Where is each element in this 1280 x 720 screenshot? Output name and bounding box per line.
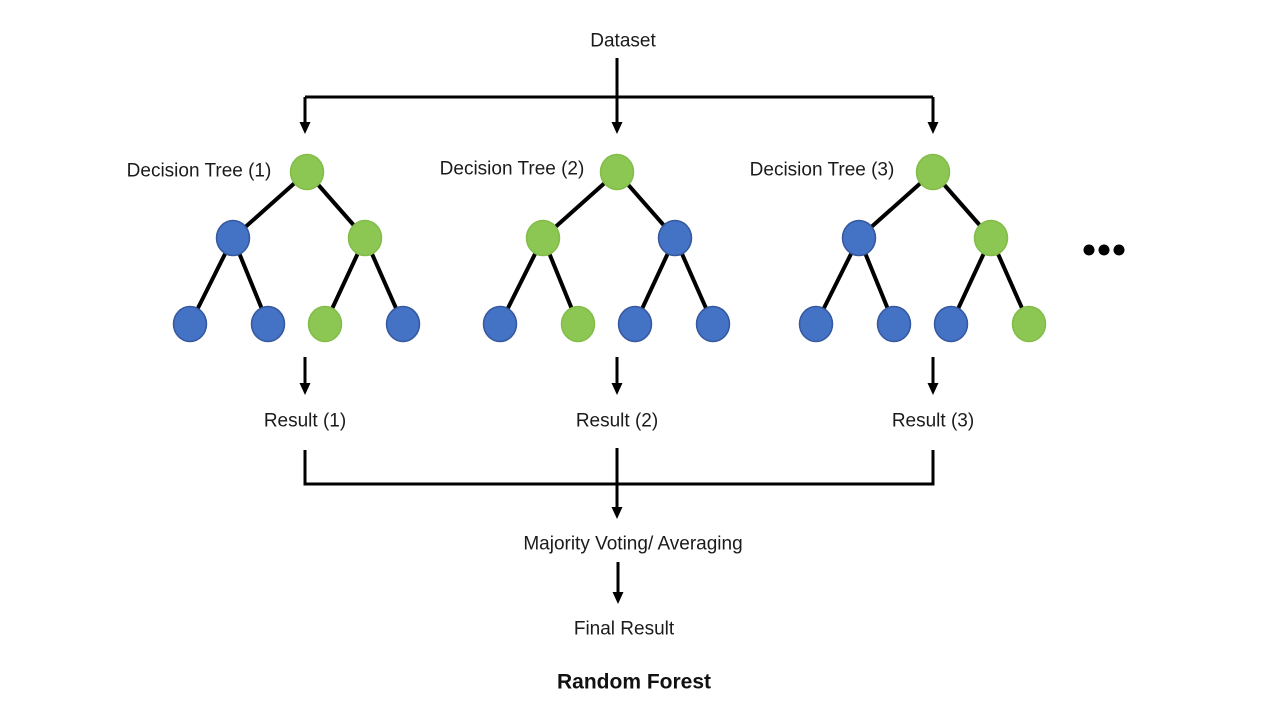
tree-1-left-child-node bbox=[215, 219, 251, 257]
dataset-fanout-connector bbox=[299, 58, 939, 134]
tree-3-root-node bbox=[915, 153, 951, 191]
dataset-label: Dataset bbox=[590, 30, 656, 52]
tree-3-leaf-node-2 bbox=[876, 305, 912, 343]
tree-1-leaf-node-2 bbox=[250, 305, 286, 343]
final-result-label: Final Result bbox=[573, 618, 675, 640]
tree-2-leaf-node-2 bbox=[560, 305, 596, 343]
tree-3-leaf-node-3 bbox=[933, 305, 969, 343]
continuation-dots-icon bbox=[1083, 244, 1125, 256]
tree-3-leaf-node-1 bbox=[798, 305, 834, 343]
tree-1-leaf-node-4 bbox=[385, 305, 421, 343]
result3-label: Result (3) bbox=[891, 410, 975, 432]
tree-1-leaf-node-3 bbox=[307, 305, 343, 343]
diagram-title: Random Forest bbox=[556, 670, 712, 694]
converge-bracket bbox=[303, 450, 935, 486]
tree-3-right-child-node bbox=[973, 219, 1009, 257]
tree-3-left-child-node bbox=[841, 219, 877, 257]
trees-layer bbox=[172, 153, 1047, 343]
tree3-label: Decision Tree (3) bbox=[749, 159, 895, 181]
aggregation-label: Majority Voting/ Averaging bbox=[523, 533, 743, 555]
tree-2-root-node bbox=[599, 153, 635, 191]
result-arrows bbox=[299, 357, 939, 395]
tree-2-left-child-node bbox=[525, 219, 561, 257]
tree-2-right-child-node bbox=[657, 219, 693, 257]
results-converge-connector bbox=[303, 448, 935, 604]
tree-1-right-child-node bbox=[347, 219, 383, 257]
tree-2-leaf-node-3 bbox=[617, 305, 653, 343]
tree-1-leaf-node-1 bbox=[172, 305, 208, 343]
tree-1-root-node bbox=[289, 153, 325, 191]
tree-2-leaf-node-4 bbox=[695, 305, 731, 343]
tree1-label: Decision Tree (1) bbox=[126, 160, 272, 182]
tree-2-leaf-node-1 bbox=[482, 305, 518, 343]
tree2-label: Decision Tree (2) bbox=[439, 158, 585, 180]
result1-label: Result (1) bbox=[263, 410, 347, 432]
tree-3-leaf-node-4 bbox=[1011, 305, 1047, 343]
result2-label: Result (2) bbox=[575, 410, 659, 432]
